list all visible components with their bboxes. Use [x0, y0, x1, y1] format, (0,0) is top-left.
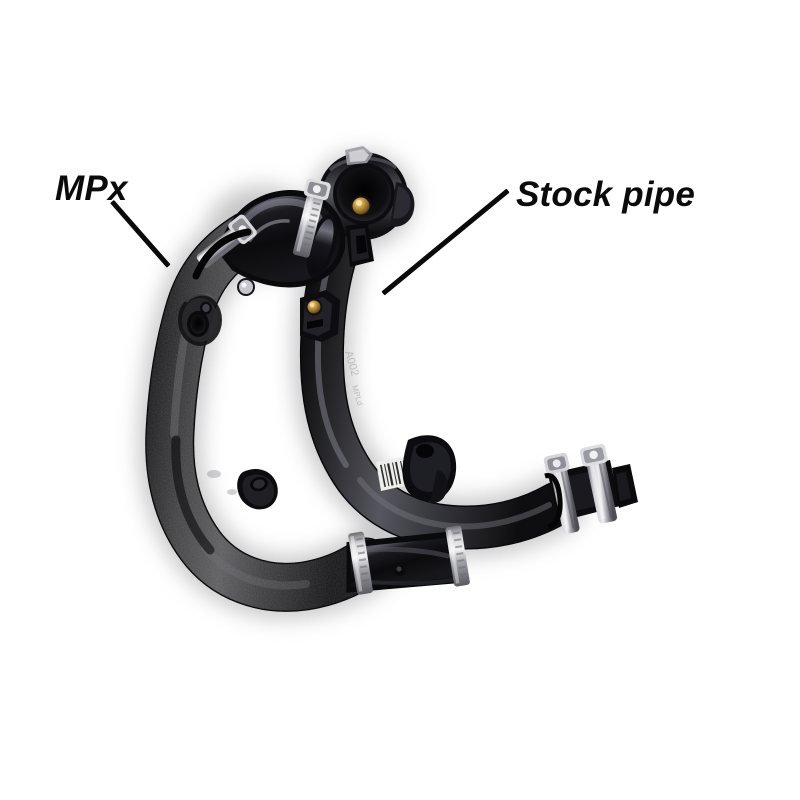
annotation-label-stock-pipe: Stock pipe [516, 175, 695, 214]
mpx-clamp-upper [293, 178, 331, 258]
mpx-mounting-tab [237, 468, 278, 510]
mpx-sensor-port [178, 293, 222, 346]
stock-pipe-bracket-arm [402, 435, 457, 503]
mpx-outlet-coupler [346, 525, 470, 595]
stock-pipe-outlet-clamps [543, 444, 638, 534]
mpx-stud [237, 278, 255, 296]
mpx-pipe-graphic [130, 178, 470, 620]
mpx-cast-marks [207, 470, 237, 495]
